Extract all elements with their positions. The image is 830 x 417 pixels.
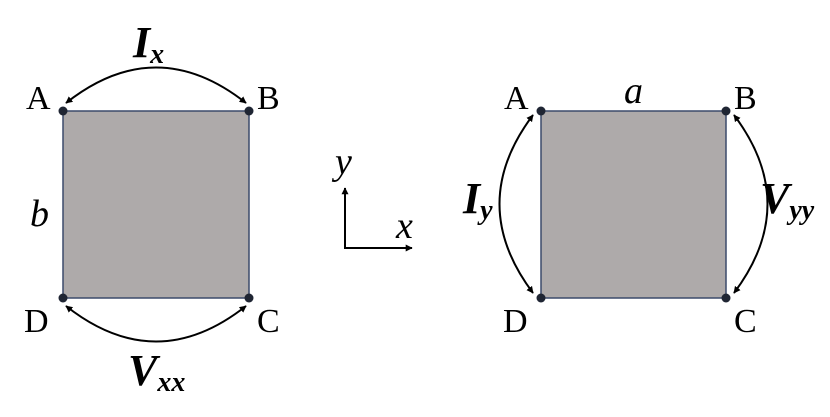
right-voltage-arc (733, 114, 769, 294)
y-axis-label: y (331, 141, 352, 183)
left-sample-plate (62, 110, 250, 299)
right-current-label: Iy (462, 174, 493, 226)
left-current-label: Ix (132, 18, 164, 70)
right-contact-a (536, 106, 546, 116)
left-contact-b (244, 106, 254, 116)
left-corner-c-label: C (257, 303, 280, 340)
right-contact-c (721, 293, 731, 303)
left-side-label-b: b (30, 193, 49, 235)
right-voltage-label: Vyy (760, 174, 815, 226)
right-corner-c-label: C (734, 303, 757, 340)
left-voltage-arc (65, 305, 247, 343)
left-voltage-label: Vxx (128, 346, 185, 398)
left-panel: A B C D b Ix Vxx (24, 18, 280, 398)
right-contact-d (536, 293, 546, 303)
right-sample-plate (540, 110, 727, 299)
left-corner-d-label: D (24, 303, 49, 340)
x-axis-label: x (395, 205, 413, 247)
right-panel: A B C D a Iy Vyy (462, 70, 815, 340)
left-corner-b-label: B (257, 80, 280, 117)
coordinate-axes: y x (331, 141, 413, 252)
left-contact-d (58, 293, 68, 303)
right-corner-d-label: D (503, 303, 528, 340)
right-corner-b-label: B (734, 80, 757, 117)
right-corner-a-label: A (504, 80, 529, 117)
left-current-arc (65, 66, 247, 104)
right-contact-b (721, 106, 731, 116)
left-contact-a (58, 106, 68, 116)
left-corner-a-label: A (26, 80, 51, 117)
right-current-arc (498, 114, 534, 294)
right-side-label-a: a (624, 70, 643, 112)
left-contact-c (244, 293, 254, 303)
